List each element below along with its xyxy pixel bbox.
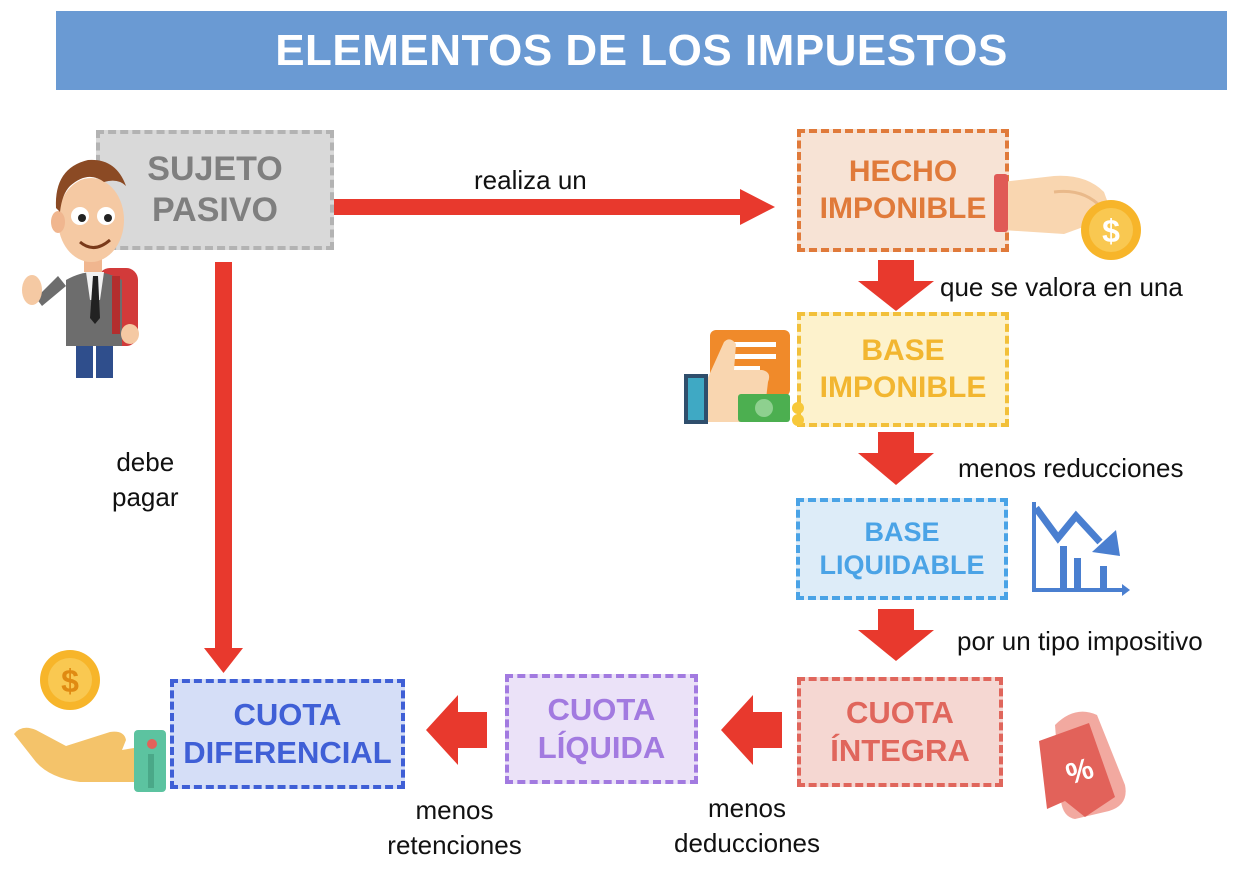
- cuota-diferencial-line1: CUOTA: [233, 697, 342, 733]
- cuota-integra-line1: CUOTA: [846, 695, 954, 731]
- label-que-se-valora: que se valora en una: [940, 272, 1183, 302]
- label-debe: debe: [116, 447, 175, 477]
- open-hand-dollar-coin-icon: $: [14, 650, 166, 792]
- box-base-liquidable: BASE LIQUIDABLE: [796, 498, 1008, 600]
- cuota-liquida-line2: LÍQUIDA: [537, 730, 666, 765]
- arrow-realiza-un: [333, 189, 775, 225]
- box-cuota-liquida: CUOTA LÍQUIDA: [505, 674, 698, 784]
- label-debe-pagar: debe pagar: [112, 445, 179, 515]
- label-deducciones: deducciones: [674, 828, 820, 859]
- percent-tag-icon: %: [1039, 711, 1126, 819]
- arrow-left-2: [426, 695, 487, 765]
- invoice-thumbs-up-icon: [684, 330, 804, 426]
- hand-with-dollar-coin-icon: $: [994, 174, 1141, 260]
- arrow-down-3: [858, 609, 934, 661]
- cuota-liquida-line1: CUOTA: [547, 692, 656, 728]
- box-sujeto-pasivo: SUJETO PASIVO: [96, 130, 334, 250]
- decreasing-bar-chart-icon: [1032, 502, 1130, 596]
- box-base-imponible: BASE IMPONIBLE: [797, 312, 1009, 427]
- label-menos-1: menos: [707, 793, 787, 823]
- person-with-backpack-icon: [22, 159, 139, 378]
- arrow-debe-pagar: [204, 262, 243, 673]
- dollar-glyph: $: [1102, 213, 1120, 249]
- label-menos-deducciones: menos deducciones: [662, 791, 832, 861]
- arrow-left-1: [721, 695, 782, 765]
- box-hecho-imponible: HECHO IMPONIBLE: [797, 129, 1009, 252]
- base-imponible-line1: BASE: [861, 333, 945, 367]
- label-por-un-tipo: por un tipo impositivo: [957, 626, 1203, 656]
- page-title: ELEMENTOS DE LOS IMPUESTOS: [275, 25, 1008, 75]
- cuota-integra-line2: ÍNTEGRA: [830, 733, 970, 768]
- box-cuota-integra: CUOTA ÍNTEGRA: [797, 677, 1003, 787]
- title-banner: ELEMENTOS DE LOS IMPUESTOS: [56, 11, 1227, 90]
- sujeto-pasivo-line2: PASIVO: [152, 191, 278, 229]
- base-liquidable-line2: LIQUIDABLE: [819, 550, 985, 580]
- sujeto-pasivo-line1: SUJETO: [147, 149, 283, 188]
- box-cuota-diferencial: CUOTA DIFERENCIAL: [170, 679, 405, 789]
- label-realiza-un: realiza un: [474, 165, 587, 195]
- label-menos-2: menos: [415, 795, 494, 825]
- cuota-diferencial-line2: DIFERENCIAL: [183, 735, 392, 770]
- label-retenciones: retenciones: [387, 830, 522, 861]
- arrow-down-1: [858, 260, 934, 311]
- dollar-glyph-2: $: [61, 663, 79, 699]
- label-menos-reducciones: menos reducciones: [958, 453, 1184, 483]
- arrow-down-2: [858, 432, 934, 485]
- base-imponible-line2: IMPONIBLE: [819, 370, 987, 404]
- label-pagar: pagar: [112, 482, 179, 513]
- hecho-imponible-line1: HECHO: [848, 154, 958, 188]
- hecho-imponible-line2: IMPONIBLE: [819, 191, 987, 225]
- base-liquidable-line1: BASE: [864, 517, 940, 548]
- label-menos-retenciones: menos retenciones: [372, 793, 537, 863]
